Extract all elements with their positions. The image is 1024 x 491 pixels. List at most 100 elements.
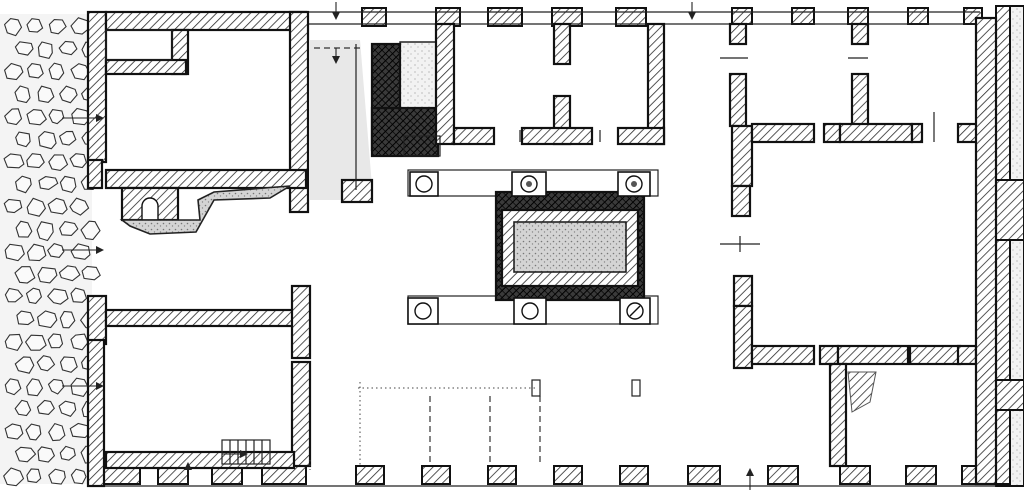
rubble-stone (4, 287, 24, 303)
impluvium-basin (494, 190, 646, 302)
west-rooms (86, 10, 312, 488)
column-base-4 (407, 297, 439, 325)
rubble-stone (26, 468, 42, 483)
rubble-stone (70, 468, 87, 485)
staircase (221, 439, 271, 465)
rubble-stone (58, 40, 78, 56)
rubble-stone (14, 399, 32, 417)
rubble-stone (25, 423, 42, 441)
rubble-stone (14, 41, 34, 56)
column-base-3 (617, 171, 651, 197)
rubble-stone (46, 288, 69, 305)
column-base-6 (619, 297, 651, 325)
east-rooms (720, 16, 998, 486)
rubble-stone (69, 153, 88, 169)
rubble-stone (70, 243, 91, 260)
rubble-stone (37, 266, 58, 284)
rubble-stone (47, 378, 65, 395)
rubble-stone (36, 399, 55, 415)
arrow-passage (332, 48, 340, 64)
rubble-stone (4, 423, 24, 440)
rubble-stone (81, 265, 101, 281)
rubble-stone (26, 153, 45, 169)
arrow-west-3 (62, 382, 104, 390)
outer-walls (87, 5, 1024, 487)
column-base-2 (511, 171, 547, 197)
rubble-stone (48, 62, 65, 81)
rubble-stone (26, 243, 47, 262)
rubble-stone (47, 333, 64, 349)
rubble-stone (59, 310, 76, 329)
rubble-stone (71, 107, 91, 126)
rubble-stone (58, 130, 77, 146)
rubble-stone (48, 154, 69, 171)
rubble-stone (37, 41, 53, 60)
rubble-stone (4, 333, 23, 352)
rubble-stone (14, 266, 36, 284)
rubble-stone (24, 334, 47, 351)
rubble-stone (59, 175, 77, 194)
arrow-north-1 (332, 2, 340, 20)
rubble-stone (36, 310, 58, 329)
south-outlines (309, 379, 641, 470)
rubble-stone (26, 18, 44, 33)
rubble-stone (14, 446, 37, 463)
arrow-north-2 (688, 2, 696, 20)
rubble-stone (48, 422, 66, 442)
rubble-stone (26, 197, 47, 217)
rubble-stone (47, 197, 68, 215)
rubble-stone (37, 446, 56, 463)
arrow-west-2 (62, 246, 104, 254)
rubble-stone (70, 333, 89, 351)
rubble-stone (58, 265, 81, 282)
rubble-stone (4, 108, 23, 126)
rubble-stone (70, 63, 90, 81)
rubble-stone (59, 445, 76, 461)
rubble-stone (3, 198, 23, 214)
rubble-masonry-area (0, 14, 102, 487)
rubble-stone (14, 356, 35, 374)
atrium (407, 169, 659, 325)
rubble-stone (14, 175, 32, 194)
arrow-west-1 (62, 114, 104, 122)
rubble-stone (70, 377, 90, 398)
rubble-stone (27, 63, 44, 79)
rubble-stone (4, 378, 22, 396)
rubble-stone (36, 355, 56, 372)
rubble-stone (15, 220, 33, 238)
rubble-stone (3, 62, 24, 81)
rubble-stone (59, 356, 78, 373)
rubble-stone (14, 85, 31, 104)
rubble-stone (3, 18, 23, 37)
rubble-stone (15, 131, 31, 148)
rubble-stone (48, 468, 66, 485)
rubble-stone (16, 310, 35, 326)
rubble-stone (59, 85, 78, 104)
rubble-stone (70, 287, 88, 303)
column-base-1 (409, 171, 439, 197)
rubble-stone (58, 400, 77, 417)
arrow-south-east (746, 468, 754, 490)
arrow-stair (222, 450, 248, 458)
arrow-south-entry (184, 462, 192, 484)
access-arrows (62, 2, 754, 490)
column-base-5 (513, 297, 547, 325)
north-passage (310, 22, 456, 204)
rubble-stone (48, 109, 65, 125)
rubble-stone (58, 220, 79, 236)
rubble-stone (47, 242, 65, 258)
rubble-stone (37, 85, 55, 103)
rubble-stone (48, 19, 67, 35)
rubble-stone (4, 243, 25, 262)
rubble-stone (36, 221, 54, 242)
rubble-stone (3, 153, 25, 169)
north-central-rooms (452, 22, 666, 146)
rubble-stone (3, 467, 25, 487)
rubble-stone (38, 131, 57, 150)
rubble-stone (69, 197, 90, 216)
rubble-stone (26, 378, 44, 397)
rubble-stone (26, 109, 47, 126)
rubble-stone (80, 220, 101, 241)
rubble-stone (38, 176, 59, 190)
